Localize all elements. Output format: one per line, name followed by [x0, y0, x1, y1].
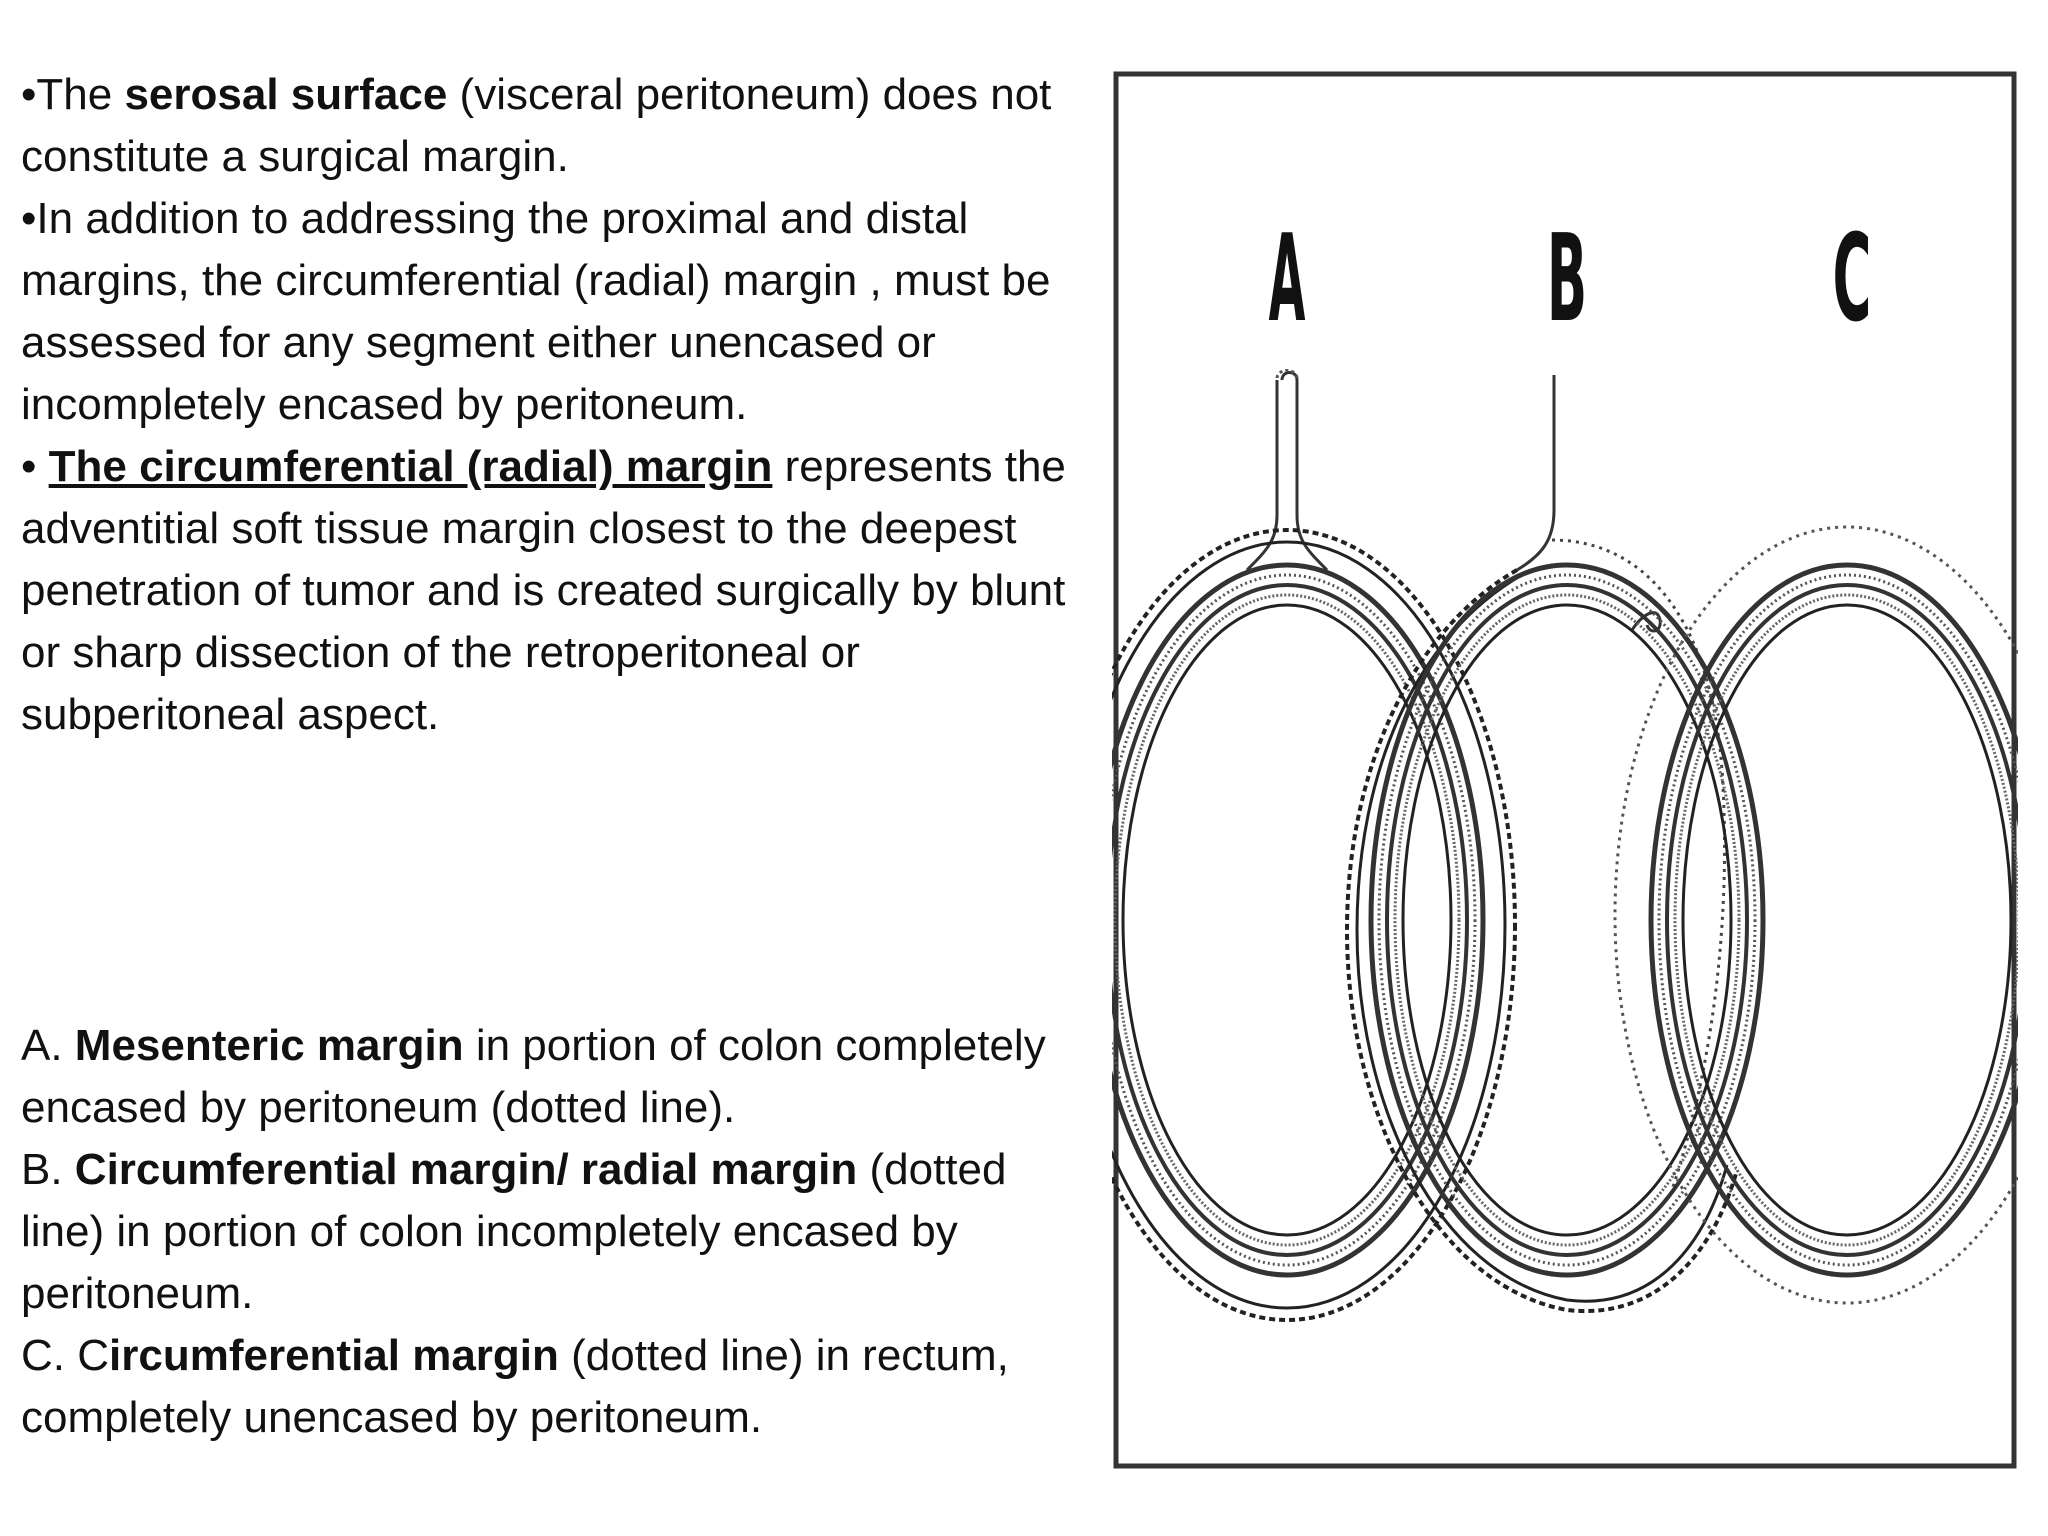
caption-rest: (dotted line) in portion of colon incomp…	[21, 1145, 1007, 1318]
rectum-c	[1613, 525, 2018, 1305]
bullet-rest: represents the adventitial soft tissue m…	[21, 442, 1066, 739]
bullet-circumferential-assessment: •In addition to addressing the proximal …	[21, 194, 1051, 429]
caption-a: A. Mesenteric margin in portion of colon…	[21, 1015, 1091, 1139]
bullet-serosal-surface: •The serosal surface (visceral peritoneu…	[21, 64, 1081, 188]
caption-c: C. Circumferential margin (dotted line) …	[21, 1325, 1091, 1449]
bullet-prefix: •The	[21, 70, 125, 119]
bullet-prefix: •	[21, 442, 49, 491]
bullet-rest: (visceral peritoneum) does not constitut…	[21, 70, 1052, 181]
label-b: B	[1547, 209, 1587, 349]
caption-bold: Mesenteric margin	[74, 1021, 464, 1070]
underlined-term: The circumferential (radial) margin	[48, 442, 773, 491]
label-a: A	[1269, 209, 1306, 349]
figure-captions: A. Mesenteric margin in portion of colon…	[21, 1015, 1091, 1449]
caption-rest: (dotted line) in rectum, completely unen…	[21, 1331, 1009, 1442]
margin-diagram: A B C	[1112, 70, 2018, 1470]
caption-prefix: B.	[21, 1145, 75, 1194]
caption-b: B. Circumferential margin/ radial margin…	[21, 1139, 1091, 1325]
caption-bold: Circumferential margin/ radial margin	[74, 1145, 858, 1194]
caption-rest: in portion of colon completely encased b…	[21, 1021, 1046, 1132]
caption-prefix: C. C	[21, 1331, 109, 1380]
caption-prefix: A.	[21, 1021, 75, 1070]
bullet-list: •The serosal surface (visceral peritoneu…	[21, 64, 1081, 746]
bold-term: serosal surface	[124, 70, 448, 119]
bullet-circumferential-definition: • The circumferential (radial) margin re…	[21, 436, 1081, 746]
caption-bold: ircumferential margin	[109, 1331, 559, 1380]
colon-b	[1344, 375, 1766, 1314]
label-c: C	[1833, 209, 1872, 349]
colon-a	[1112, 369, 1517, 1322]
